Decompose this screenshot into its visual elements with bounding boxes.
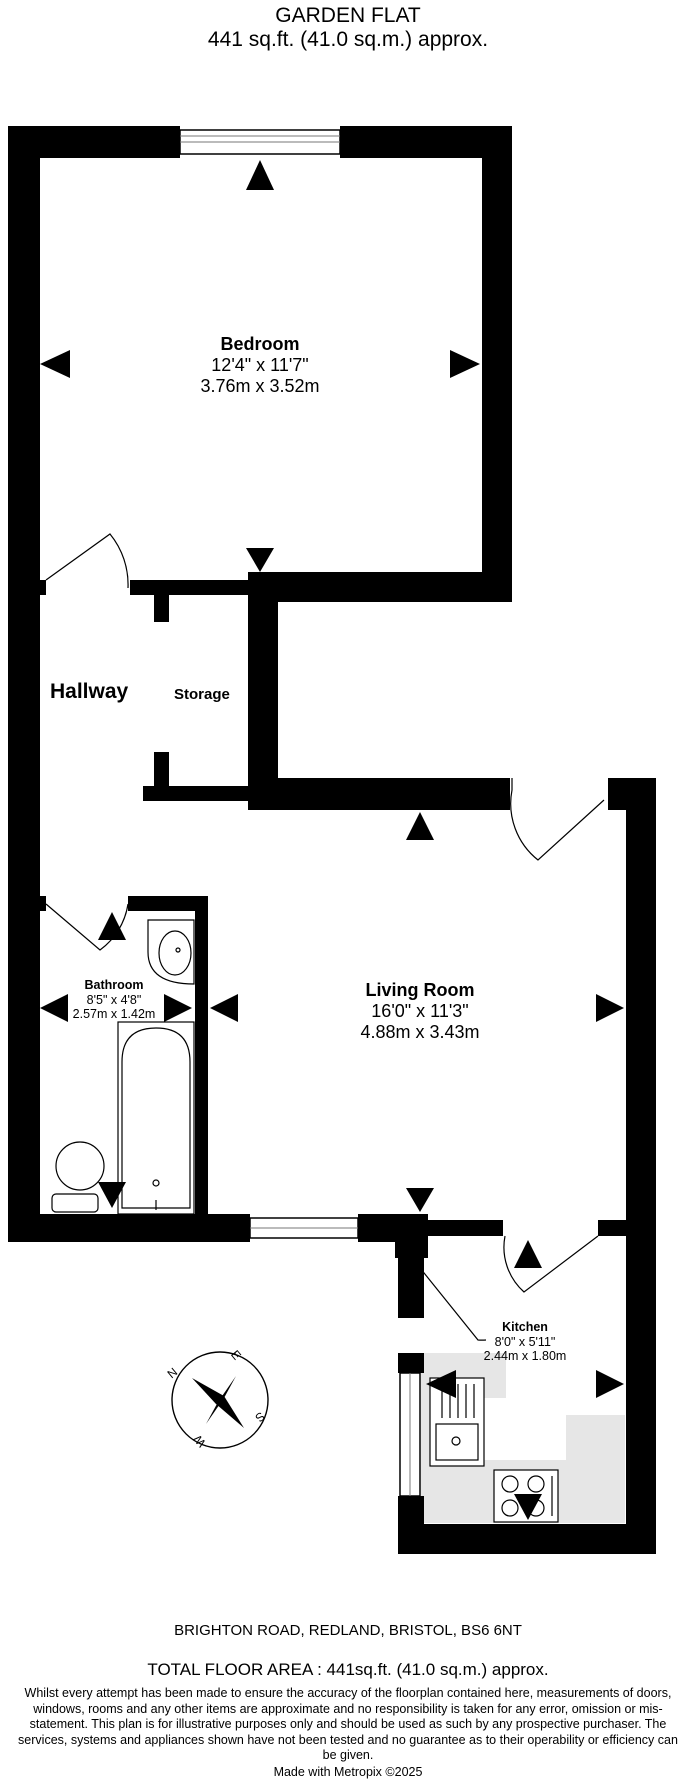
room-dimensions-metric: 2.44m x 1.80m bbox=[483, 1349, 567, 1363]
toilet bbox=[51, 1141, 105, 1213]
door-kitchen-living bbox=[411, 1257, 487, 1341]
room-storage: Storage bbox=[174, 686, 230, 703]
room-dimensions-imperial: 8'0" x 5'11" bbox=[494, 1334, 556, 1349]
room-dimensions-metric: 3.76m x 3.52m bbox=[200, 376, 320, 396]
room-hallway: Hallway bbox=[50, 680, 129, 703]
walls bbox=[8, 126, 656, 1554]
room-name: Bathroom bbox=[84, 978, 144, 992]
room-dimensions-imperial: 12'4" x 11'7" bbox=[211, 355, 309, 375]
plan-area: 441 sq.ft. (41.0 sq.m.) approx. bbox=[207, 28, 489, 51]
window-living bbox=[249, 1217, 359, 1239]
door-kitchen bbox=[503, 1235, 599, 1293]
door-bedroom bbox=[45, 533, 129, 589]
room-living-room: Living Room 16'0" x 11'3" 4.88m x 3.43m bbox=[320, 980, 520, 1043]
room-dimensions-imperial: 8'5" x 4'8" bbox=[86, 992, 142, 1007]
total-floor-area: TOTAL FLOOR AREA : 441sq.ft. (41.0 sq.m.… bbox=[147, 1660, 549, 1679]
measurement-arrows bbox=[40, 160, 624, 1520]
window-kitchen bbox=[399, 1372, 421, 1497]
kitchen-sink bbox=[429, 1377, 485, 1467]
address: BRIGHTON ROAD, REDLAND, BRISTOL, BS6 6NT bbox=[174, 1622, 522, 1639]
room-dimensions-metric: 2.57m x 1.42m bbox=[72, 1007, 156, 1021]
plan-title: GARDEN FLAT bbox=[275, 4, 421, 27]
room-name: Bedroom bbox=[220, 334, 300, 354]
bathtub bbox=[117, 1021, 195, 1215]
credit: Made with Metropix ©2025 bbox=[273, 1765, 423, 1779]
compass bbox=[171, 1351, 269, 1449]
room-dimensions-imperial: 16'0" x 11'3" bbox=[371, 1001, 469, 1021]
room-bathroom: Bathroom 8'5" x 4'8" 2.57m x 1.42m bbox=[44, 978, 184, 1022]
disclaimer: Whilst every attempt has been made to en… bbox=[18, 1686, 678, 1762]
bathroom-sink bbox=[147, 919, 195, 985]
window-bedroom bbox=[179, 129, 341, 155]
room-kitchen: Kitchen 8'0" x 5'11" 2.44m x 1.80m bbox=[460, 1320, 590, 1364]
room-name: Kitchen bbox=[502, 1320, 548, 1334]
door-living-entry bbox=[510, 778, 605, 861]
room-dimensions-metric: 4.88m x 3.43m bbox=[360, 1022, 480, 1042]
room-name: Living Room bbox=[365, 980, 475, 1000]
room-bedroom: Bedroom 12'4" x 11'7" 3.76m x 3.52m bbox=[160, 334, 360, 397]
